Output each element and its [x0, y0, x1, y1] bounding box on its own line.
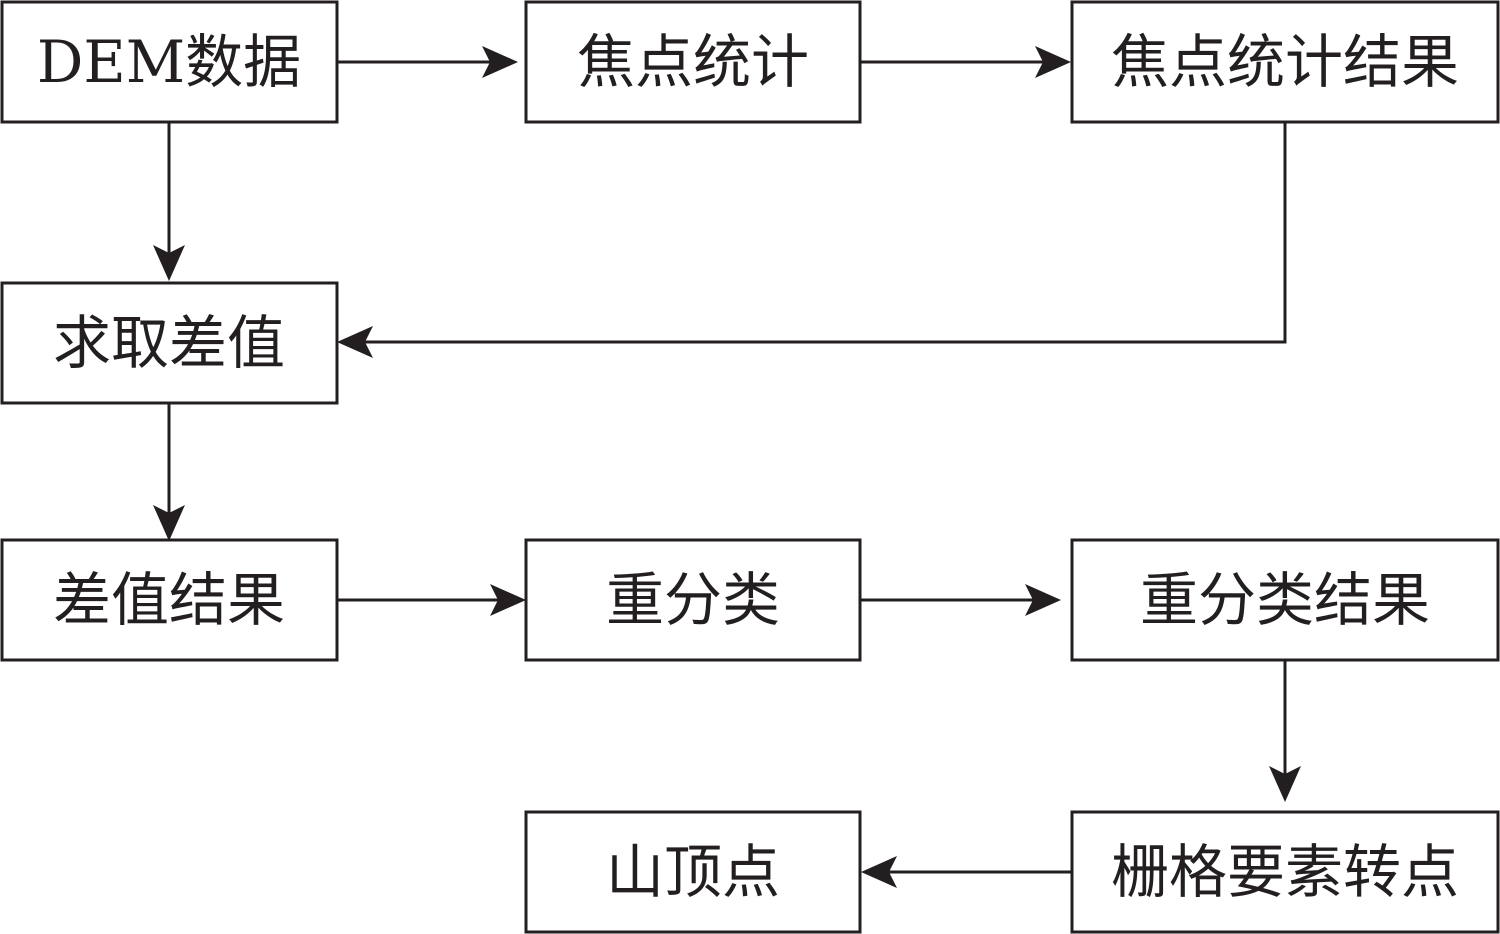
node-compute-difference: 求取差值 — [0, 281, 339, 405]
node-reclassify-result-label: 重分类结果 — [1140, 566, 1430, 634]
node-focal-statistics-label: 焦点统计 — [577, 28, 809, 96]
edge-dem-to-focal — [337, 46, 518, 78]
node-raster-to-point: 栅格要素转点 — [1070, 810, 1500, 934]
node-peak-points-label: 山顶点 — [606, 838, 780, 906]
node-focal-statistics-result: 焦点统计结果 — [1070, 0, 1500, 124]
node-reclassify-result: 重分类结果 — [1070, 538, 1500, 662]
edge-raster-to-point-to-peak — [861, 856, 1072, 888]
node-focal-statistics-result-label: 焦点统计结果 — [1111, 28, 1459, 96]
edge-reclass-to-reclass-result — [860, 584, 1061, 616]
node-peak-points: 山顶点 — [524, 810, 862, 934]
edge-focal-result-to-diff — [337, 122, 1287, 358]
node-dem-data-label: DEM数据 — [37, 28, 301, 96]
edge-reclass-result-to-raster-to-point — [1269, 660, 1301, 802]
edge-dem-to-diff — [153, 122, 185, 281]
edge-diff-to-diff-result — [153, 403, 185, 541]
node-reclassify-label: 重分类 — [606, 566, 780, 634]
edges — [153, 46, 1301, 888]
edge-diff-result-to-reclass — [337, 584, 526, 616]
node-dem-data: DEM数据 — [0, 0, 339, 124]
edge-focal-to-focal-result — [860, 46, 1071, 78]
node-reclassify: 重分类 — [524, 538, 862, 662]
node-difference-result-label: 差值结果 — [53, 566, 285, 634]
node-compute-difference-label: 求取差值 — [53, 309, 285, 377]
node-focal-statistics: 焦点统计 — [524, 0, 862, 124]
node-difference-result: 差值结果 — [0, 538, 339, 662]
node-raster-to-point-label: 栅格要素转点 — [1111, 838, 1459, 906]
